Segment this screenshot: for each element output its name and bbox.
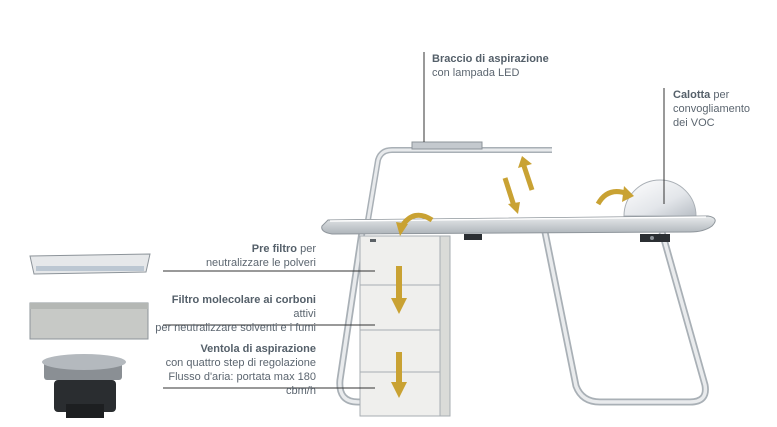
- prefilter-text-2: neutralizzare le polveri: [205, 257, 316, 269]
- carbon-text-1: attivi: [293, 308, 316, 320]
- arm-text: con lampada LED: [432, 67, 520, 79]
- cap-text-2: convogliamento: [673, 103, 751, 115]
- airflow-arrow-up: [521, 165, 535, 191]
- arm-title: Braccio di aspirazione: [432, 53, 549, 65]
- fan-title: Ventola di aspirazione: [200, 343, 316, 355]
- right-leg-frame: [541, 231, 709, 406]
- arm-callout: Braccio di aspirazione con lampada LED: [432, 52, 549, 80]
- prefilter-title: Pre filtro: [251, 243, 298, 255]
- fan-text-1: con quattro step di regolazione: [165, 357, 316, 369]
- carbon-text-2: per neutralizzare solventi e i fumi: [155, 322, 316, 334]
- fan-callout: Ventola di aspirazione con quattro step …: [150, 342, 316, 398]
- cap-callout: Calotta per convogliamento dei VOC: [673, 88, 750, 130]
- prefilter-photo: [29, 253, 151, 275]
- filter-cabinet: [359, 235, 451, 417]
- cap-title: Calotta: [673, 89, 711, 101]
- carbon-callout: Filtro molecolare ai corboni attivi per …: [150, 293, 316, 335]
- voc-cap-dome: [623, 179, 697, 217]
- cap-text-1: per: [710, 89, 730, 101]
- prefilter-callout: Pre filtro per neutralizzare le polveri: [150, 242, 316, 270]
- prefilter-text-1: per: [297, 243, 316, 255]
- fan-photo: [42, 354, 126, 418]
- airflow-arrow-intake: [399, 212, 434, 228]
- fan-text-2: Flusso d'aria: portata max 180 cbm/h: [168, 371, 316, 397]
- carbon-filter-photo: [29, 302, 149, 340]
- led-lamp: [411, 141, 483, 150]
- airflow-arrow-down: [502, 177, 517, 207]
- carbon-title: Filtro molecolare ai corboni: [171, 294, 316, 306]
- cap-text-3: dei VOC: [673, 117, 715, 129]
